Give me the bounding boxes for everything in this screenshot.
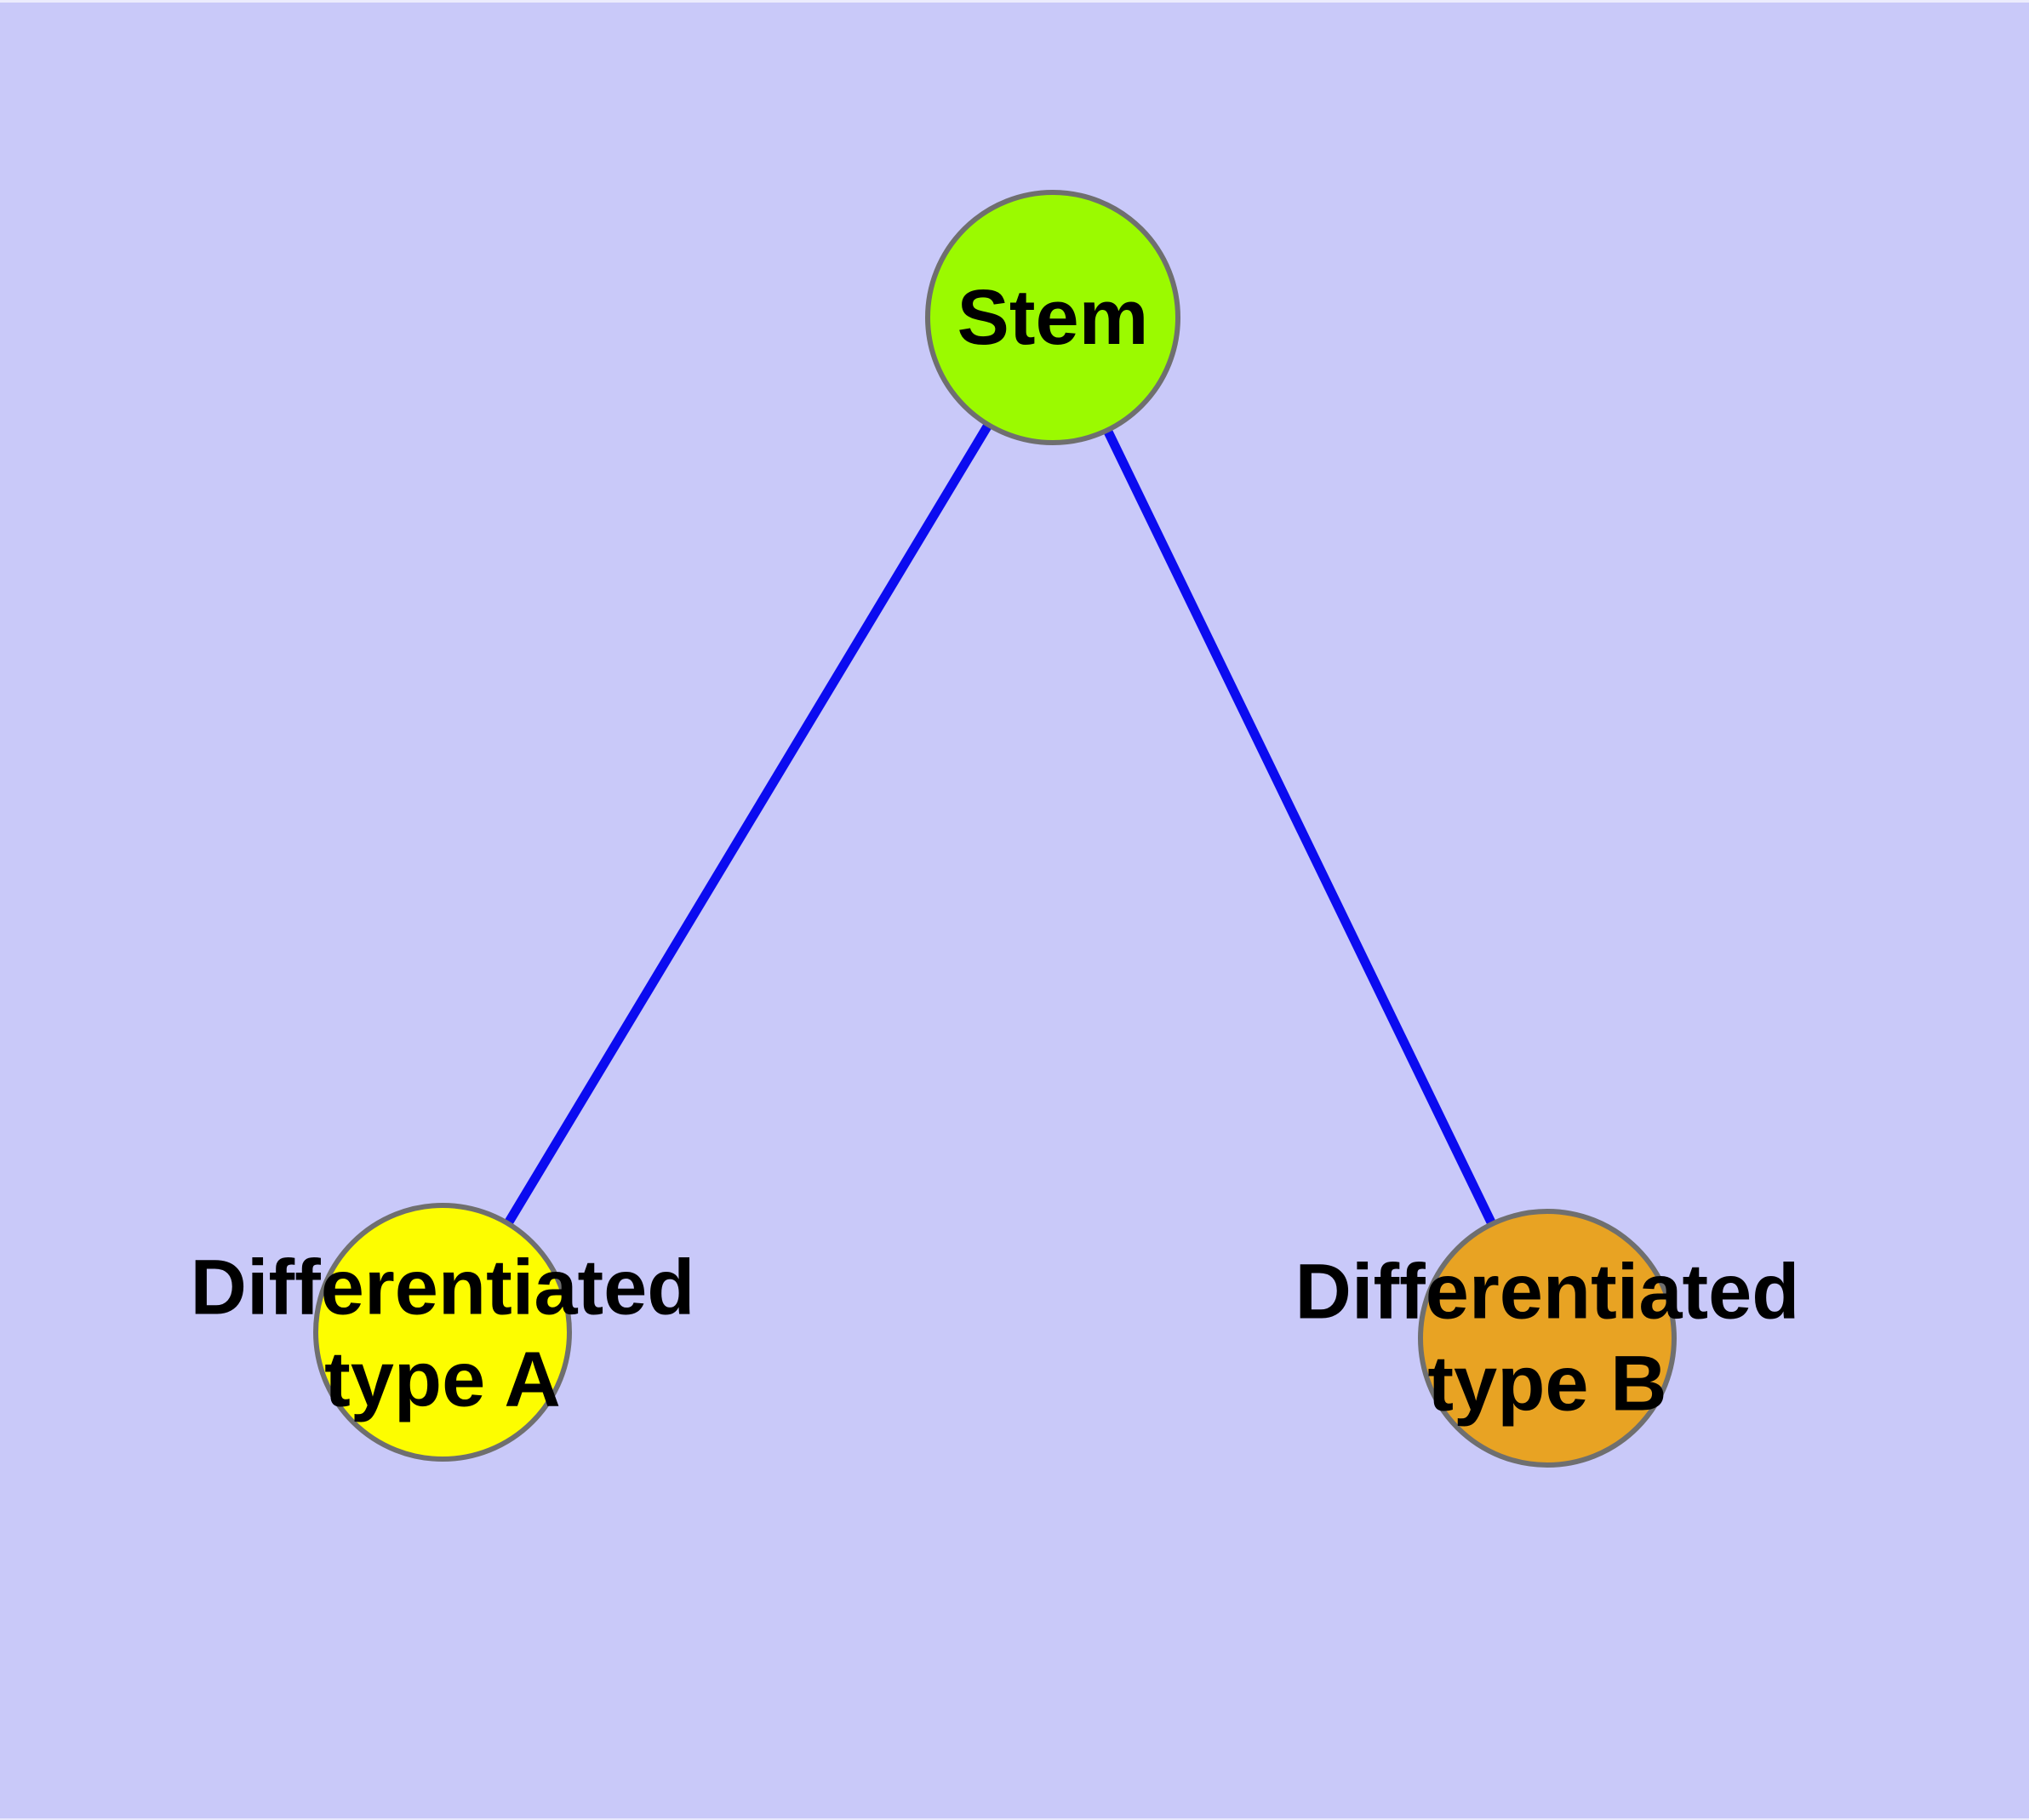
node-stem-label: Stem	[957, 274, 1149, 362]
node-typeA-circle	[313, 1203, 572, 1462]
edge-stem-to-typeA	[438, 315, 1057, 1335]
node-stem-circle	[925, 190, 1180, 445]
bottom-edge-highlight	[0, 1818, 2029, 1820]
node-typeA-label: Differentiated type A	[190, 1244, 695, 1422]
top-edge-highlight	[0, 0, 2029, 3]
edge-stem-to-typeB	[1049, 315, 1552, 1341]
node-typeB-circle	[1418, 1209, 1677, 1468]
node-typeB-label: Differentiated type B	[1295, 1248, 1800, 1427]
